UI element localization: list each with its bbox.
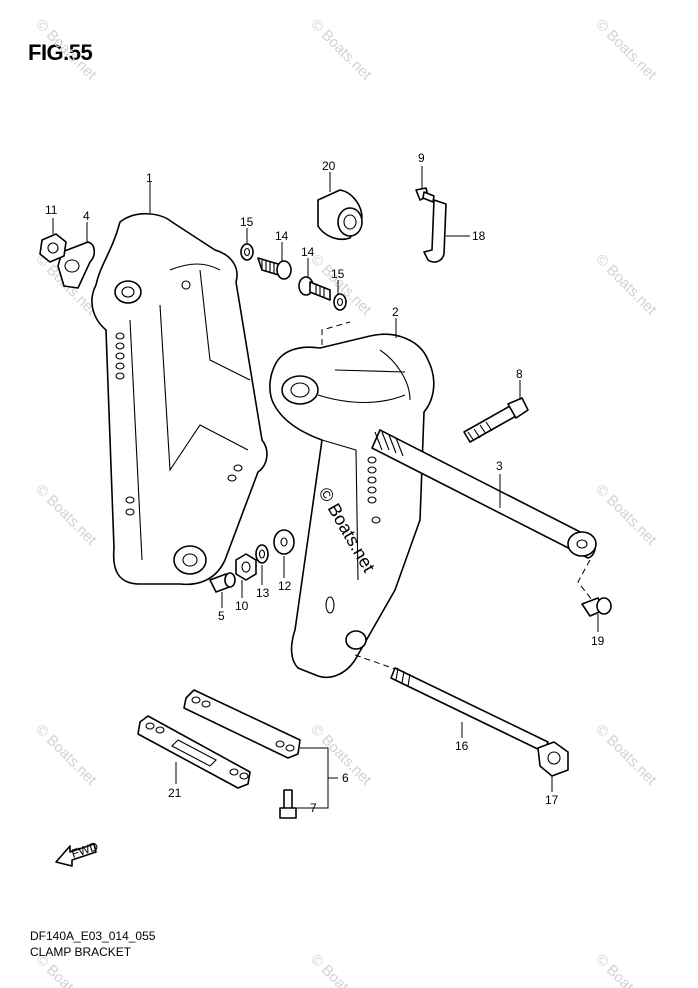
- callout-13: 13: [256, 586, 270, 600]
- figure-code: DF140A_E03_014_055: [30, 929, 156, 943]
- rod-part-16: [354, 654, 549, 753]
- plate-part-4: [57, 222, 96, 289]
- nut-part-17: [537, 741, 569, 792]
- plate-part-21: [137, 715, 251, 789]
- watermark: © Boats.net: [32, 481, 100, 549]
- clamp-bracket-left: [91, 182, 268, 586]
- sleeve-part-5: [209, 572, 236, 608]
- clip-part-18: [423, 199, 470, 263]
- cap-part-20: [317, 172, 363, 241]
- callout-8: 8: [516, 367, 523, 381]
- callout-9: 9: [418, 151, 425, 165]
- bolt-part-9: [415, 166, 435, 203]
- callout-19: 19: [591, 634, 605, 648]
- figure-caption: CLAMP BRACKET: [30, 945, 132, 959]
- callout-14-upper: 14: [275, 229, 289, 243]
- bolt-part-7: [279, 789, 306, 819]
- plate-part-6: [183, 689, 338, 809]
- callout-12: 12: [278, 579, 292, 593]
- watermark: © Boats.net: [307, 951, 375, 988]
- callout-15-upper: 15: [240, 215, 254, 229]
- bolt-part-14-upper: [257, 242, 292, 280]
- washer-part-15-lower: [333, 280, 347, 311]
- washer-part-12: [273, 529, 295, 578]
- callout-21: 21: [168, 786, 182, 800]
- watermark: © Boats.net: [32, 721, 100, 789]
- callout-1: 1: [146, 171, 153, 185]
- clamp-bracket-right: [269, 318, 435, 679]
- bolt-part-14-lower: [298, 258, 331, 301]
- callout-14-lower: 14: [301, 245, 315, 259]
- callout-labels: 1 2 3 4 5 6 7 8 9 10 11 12 13 14 14 15 1…: [45, 151, 605, 815]
- callout-16: 16: [455, 739, 469, 753]
- callout-20: 20: [322, 159, 336, 173]
- callout-18: 18: [472, 229, 486, 243]
- watermark: © Boats.net: [592, 721, 660, 789]
- callout-3: 3: [496, 459, 503, 473]
- callout-11: 11: [45, 203, 58, 217]
- watermark: © Boats.net: [592, 951, 660, 988]
- bolt-part-8: [463, 380, 529, 443]
- callout-10: 10: [235, 599, 249, 613]
- nut-part-10: [235, 553, 257, 598]
- watermark: © Boats.net: [32, 16, 100, 84]
- callout-2: 2: [392, 305, 399, 319]
- washer-part-13: [255, 544, 269, 585]
- callout-17: 17: [545, 793, 559, 807]
- washer-part-15-upper: [240, 228, 254, 261]
- tilt-tube-shaft: [371, 429, 597, 601]
- callout-7: 7: [310, 801, 317, 815]
- callout-6: 6: [342, 771, 349, 785]
- watermark: © Boats.net: [592, 251, 660, 319]
- nut-part-11: [39, 218, 67, 263]
- callout-15-lower: 15: [331, 267, 345, 281]
- figure-footer: DF140A_E03_014_055 CLAMP BRACKET: [30, 928, 155, 960]
- watermark: © Boats.net: [307, 16, 375, 84]
- figure-title: FIG.55: [28, 40, 93, 65]
- watermark: © Boats.net: [592, 16, 660, 84]
- callout-4: 4: [83, 209, 90, 223]
- fwd-label: FWD: [70, 839, 101, 861]
- watermark: © Boats.net: [592, 481, 660, 549]
- callout-5: 5: [218, 609, 225, 623]
- bolt-part-19: [581, 597, 612, 632]
- fwd-arrow-icon: FWD: [55, 839, 101, 867]
